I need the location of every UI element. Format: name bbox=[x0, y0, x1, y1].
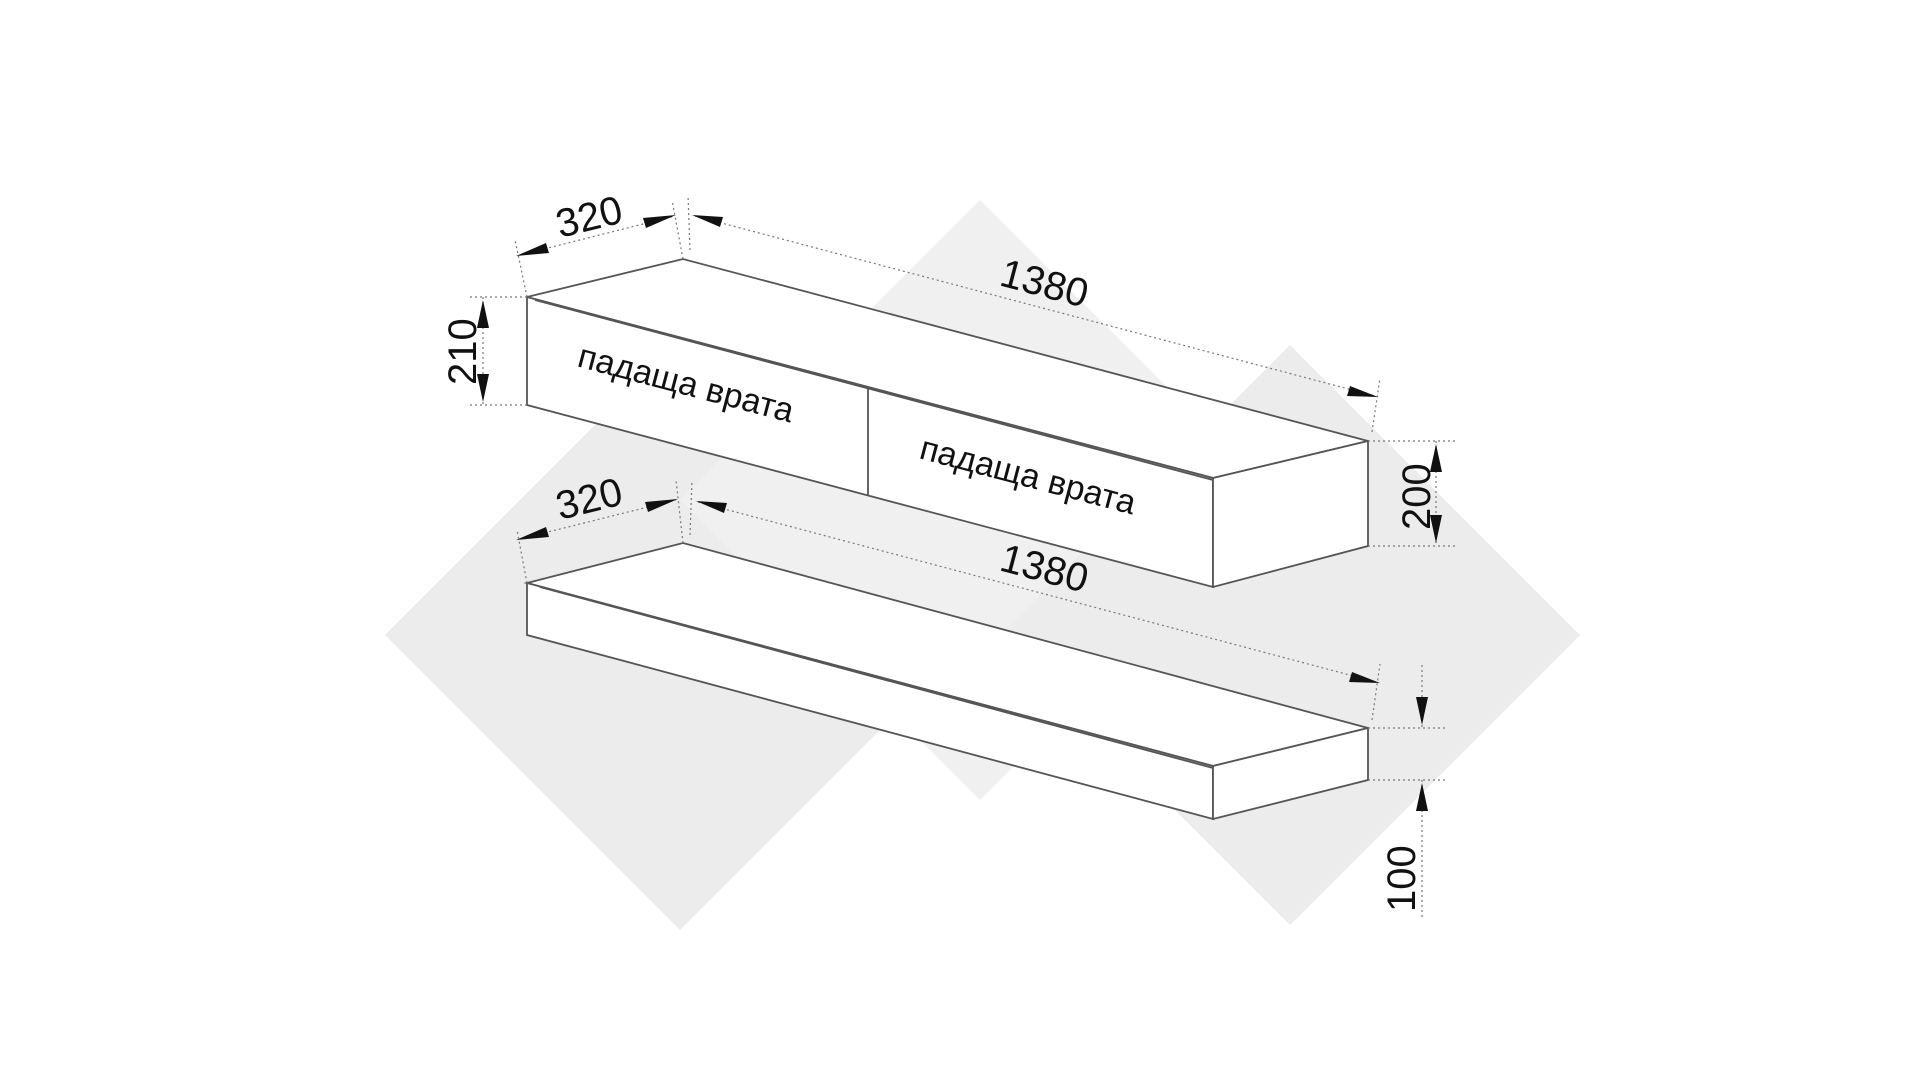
upper-depth-extension-left bbox=[514, 239, 528, 298]
upper-height-right-value: 200 bbox=[1395, 463, 1439, 530]
upper-dimensions: 320 1380 210 200 bbox=[441, 188, 1455, 547]
upper-width-extension-left bbox=[687, 194, 691, 251]
upper-height-right-arrow-bottom bbox=[1430, 515, 1442, 543]
lower-top-inner-edge bbox=[539, 586, 1214, 769]
lower-width-arrow-right bbox=[1349, 672, 1380, 683]
lower-width-dimline bbox=[697, 501, 1377, 683]
upper-depth-value: 320 bbox=[552, 188, 627, 247]
lower-depth-arrow-right bbox=[645, 499, 678, 512]
lower-depth-arrow-left bbox=[516, 527, 549, 540]
lower-width-extension-left bbox=[689, 479, 693, 536]
upper-height-right-arrow-top bbox=[1430, 444, 1442, 472]
lower-depth-extension-left bbox=[516, 529, 528, 584]
upper-width-dimline bbox=[694, 215, 1376, 397]
upper-depth-arrow-right bbox=[643, 215, 676, 228]
upper-depth-extension-right bbox=[671, 199, 684, 260]
lower-shelf bbox=[523, 542, 1369, 821]
upper-cabinet: падаща врата падаща врата bbox=[526, 258, 1369, 589]
upper-width-arrow-left bbox=[692, 215, 723, 227]
upper-depth-arrow-left bbox=[516, 243, 549, 256]
upper-height-left-arrow-bottom bbox=[477, 374, 489, 402]
upper-width-arrow-right bbox=[1347, 386, 1378, 397]
lower-height-arrow-bottom bbox=[1416, 783, 1428, 811]
upper-height-left-value: 210 bbox=[441, 318, 485, 385]
lower-height-value: 100 bbox=[1380, 845, 1424, 912]
upper-top-inner-edge bbox=[534, 299, 1214, 481]
upper-height-left-arrow-top bbox=[477, 300, 489, 328]
upper-width-extension-right bbox=[1371, 377, 1381, 433]
lower-height-arrow-top bbox=[1416, 697, 1428, 725]
lower-depth-extension-right bbox=[675, 479, 684, 544]
lower-width-arrow-left bbox=[696, 501, 727, 513]
